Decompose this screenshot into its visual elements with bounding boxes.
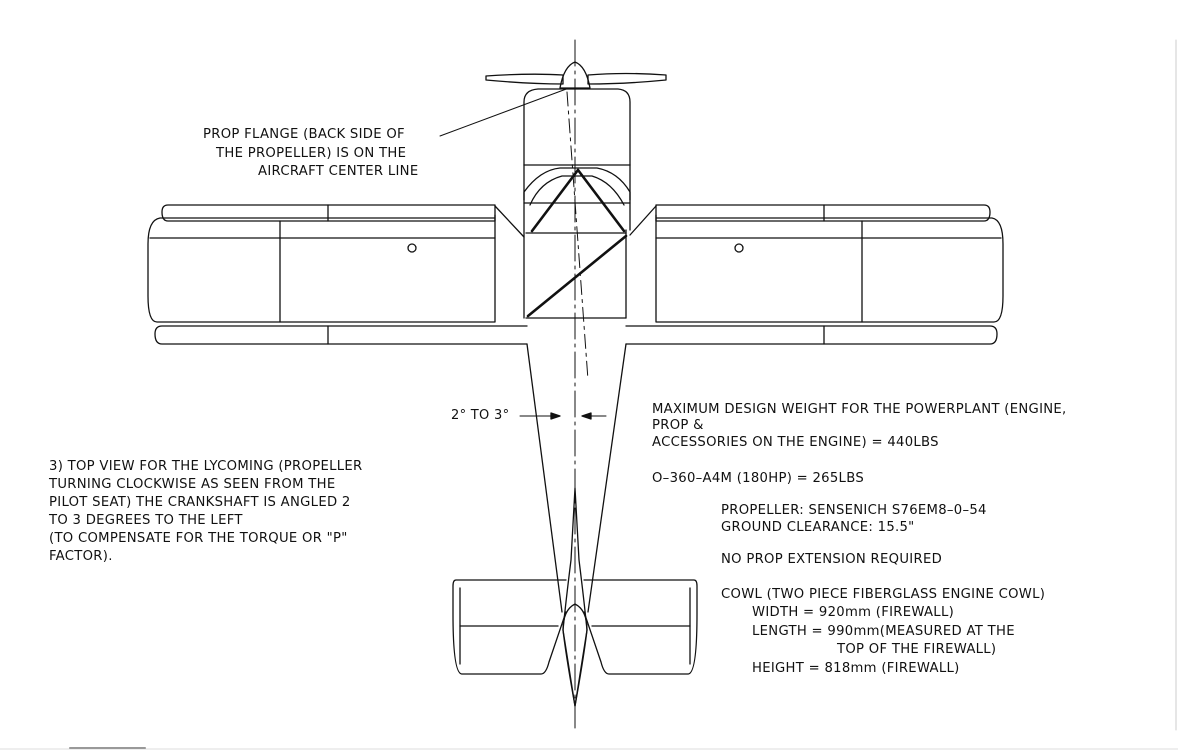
- right-wing-trailing-edge: [625, 325, 998, 345]
- spec-max-weight: ACCESSORIES ON THE ENGINE) = 440LBS: [652, 435, 939, 450]
- dimension-arrowhead: [550, 412, 561, 420]
- spec-clearance: GROUND CLEARANCE: 15.5": [721, 520, 915, 535]
- horizontal-stabilizer: [583, 579, 698, 675]
- note-line: TURNING CLOCKWISE AS SEEN FROM THE: [49, 477, 336, 492]
- canopy-inner: [529, 175, 625, 206]
- spec-max-weight: PROP &: [652, 418, 704, 433]
- spec-cowl-length: TOP OF THE FIREWALL): [837, 642, 997, 657]
- left-wing: [147, 214, 496, 323]
- note-line: TO 3 DEGREES TO THE LEFT: [49, 513, 243, 528]
- crankshaft-line: [566, 91, 589, 381]
- callout-line: THE PROPELLER) IS ON THE: [216, 146, 407, 161]
- spec-cowl-width: WIDTH = 920mm (FIREWALL): [752, 605, 955, 620]
- cockpit-brace: [526, 234, 628, 318]
- spec-cowl-length: LENGTH = 990mm(MEASURED AT THE: [752, 624, 1015, 639]
- spec-extension: NO PROP EXTENSION REQUIRED: [721, 552, 943, 567]
- spec-cowl-height: HEIGHT = 818mm (FIREWALL): [752, 661, 960, 676]
- propeller-blade: [485, 73, 564, 85]
- left-wing-trailing-edge: [154, 325, 528, 345]
- note-line: 3) TOP VIEW FOR THE LYCOMING (PROPELLER: [49, 459, 363, 474]
- note-line: PILOT SEAT) THE CRANKSHAFT IS ANGLED 2: [49, 495, 351, 510]
- dimension-label: 2° TO 3°: [451, 408, 510, 423]
- horizontal-stabilizer: [452, 579, 567, 675]
- spec-engine: O–360–A4M (180HP) = 265LBS: [652, 471, 864, 486]
- right-wing-leading-edge: [655, 204, 991, 222]
- note-line: (TO COMPENSATE FOR THE TORQUE OR "P": [49, 531, 348, 546]
- spec-max-weight: MAXIMUM DESIGN WEIGHT FOR THE POWERPLANT…: [652, 402, 1067, 417]
- left-wing-leading-edge: [161, 204, 496, 222]
- tail-boom: [526, 343, 563, 613]
- spec-cowl-title: COWL (TWO PIECE FIBERGLASS ENGINE COWL): [721, 587, 1046, 602]
- tail-boom: [587, 343, 627, 613]
- right-wing-pitot: [734, 243, 744, 253]
- dimension-arrowhead: [581, 412, 592, 420]
- wing-root-fairing: [494, 205, 525, 238]
- spec-propeller: PROPELLER: SENSENICH S76EM8–0–54: [721, 503, 987, 518]
- cockpit-brace: [576, 168, 626, 233]
- wing-root-fairing: [629, 205, 657, 236]
- rudder: [562, 603, 588, 707]
- callout-line: AIRCRAFT CENTER LINE: [258, 164, 419, 179]
- spinner: [559, 61, 591, 89]
- note-line: FACTOR).: [49, 549, 113, 564]
- propeller-blade: [587, 72, 667, 85]
- right-wing: [655, 214, 1004, 323]
- cowl: [523, 88, 631, 166]
- left-wing-pitot: [407, 243, 417, 253]
- canopy: [523, 167, 631, 201]
- callout-leader: [439, 87, 570, 137]
- callout-line: PROP FLANGE (BACK SIDE OF: [203, 127, 405, 142]
- cockpit-brace: [530, 168, 580, 233]
